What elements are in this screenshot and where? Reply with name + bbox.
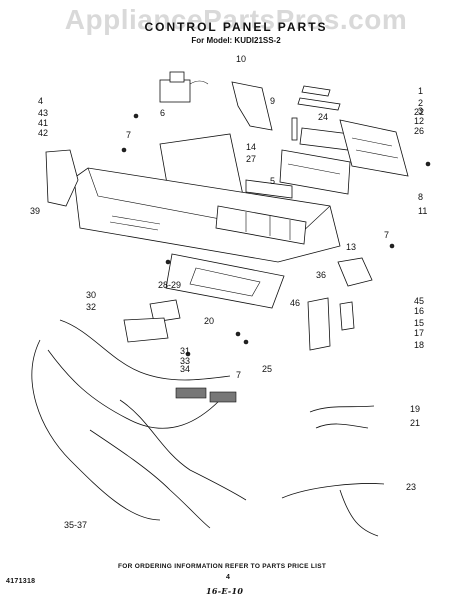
callout-1: 1 <box>418 86 423 96</box>
lower-trim-part <box>165 253 285 309</box>
callout-9: 9 <box>270 96 275 106</box>
callout-45: 45 <box>414 296 424 306</box>
callout-6: 6 <box>160 108 165 118</box>
callout-13: 13 <box>346 242 356 252</box>
mounting-bracket-30 <box>123 299 181 343</box>
callout-39: 39 <box>30 206 40 216</box>
watermark-text: AppliancePartsPros.com <box>64 4 408 35</box>
callout-27: 27 <box>246 154 256 164</box>
callout-31: 31 <box>180 346 190 356</box>
diagram-title: CONTROL PANEL PARTS <box>144 20 328 34</box>
callout-43: 43 <box>38 108 48 118</box>
callout-7-c: 7 <box>236 370 241 380</box>
strip-9-part <box>291 117 298 141</box>
bracket-16-part <box>339 301 355 331</box>
end-cap-left <box>45 149 79 207</box>
callout-2: 2 <box>418 98 423 108</box>
callout-18: 18 <box>414 340 424 350</box>
top-right-brackets <box>297 85 341 111</box>
callout-5: 5 <box>270 176 275 186</box>
callout-30: 30 <box>86 290 96 300</box>
callout-32: 32 <box>86 302 96 312</box>
callout-8: 8 <box>418 192 423 202</box>
bracket-10-part <box>231 81 273 131</box>
window-5-part <box>245 179 293 199</box>
ordering-note: FOR ORDERING INFORMATION REFER TO PARTS … <box>118 563 327 570</box>
document-number: 4171318 <box>6 578 36 585</box>
end-cap-right <box>307 297 331 351</box>
callout-36: 36 <box>316 270 326 280</box>
callout-23: 23 <box>406 482 416 492</box>
model-subtitle: For Model: KUDI21SS-2 <box>191 36 281 45</box>
module-12 <box>339 119 409 177</box>
callout-4: 4 <box>38 96 43 106</box>
wire-19-21 <box>309 405 375 429</box>
wire-23 <box>281 483 385 537</box>
callout-3: 3 <box>418 106 423 116</box>
bracket-13-part <box>337 257 373 287</box>
callout-15: 15 <box>414 318 424 328</box>
page-number: 4 <box>226 574 231 581</box>
callout-33: 33 <box>180 356 190 366</box>
transformer-part <box>159 71 209 103</box>
callout-14: 14 <box>246 142 256 152</box>
callout-17: 17 <box>414 328 424 338</box>
callout-25: 25 <box>262 364 272 374</box>
callout-28-29: 28-29 <box>158 280 181 290</box>
callout-20: 20 <box>204 316 214 326</box>
callout-46: 46 <box>290 298 300 308</box>
callout-24: 24 <box>318 112 328 122</box>
callout-12: 12 <box>414 116 424 126</box>
callout-7-b: 7 <box>384 230 389 240</box>
callout-34: 34 <box>180 364 190 374</box>
callout-11: 11 <box>418 206 427 216</box>
callout-22: 22 <box>414 107 424 117</box>
callout-42: 42 <box>38 128 48 138</box>
callout-21: 21 <box>410 418 420 428</box>
wire-harness <box>31 319 247 529</box>
screws <box>121 113 431 357</box>
callout-41: 41 <box>38 118 48 128</box>
keypad-panel <box>215 205 307 245</box>
bracket-14-part <box>279 149 351 195</box>
callout-35-37: 35-37 <box>64 520 87 530</box>
callout-16: 16 <box>414 306 424 316</box>
handwritten-date: 16-E-10 <box>206 586 244 596</box>
callout-19: 19 <box>410 404 420 414</box>
callout-7-a: 7 <box>126 130 131 140</box>
callout-26: 26 <box>414 126 424 136</box>
callout-10: 10 <box>236 54 246 64</box>
